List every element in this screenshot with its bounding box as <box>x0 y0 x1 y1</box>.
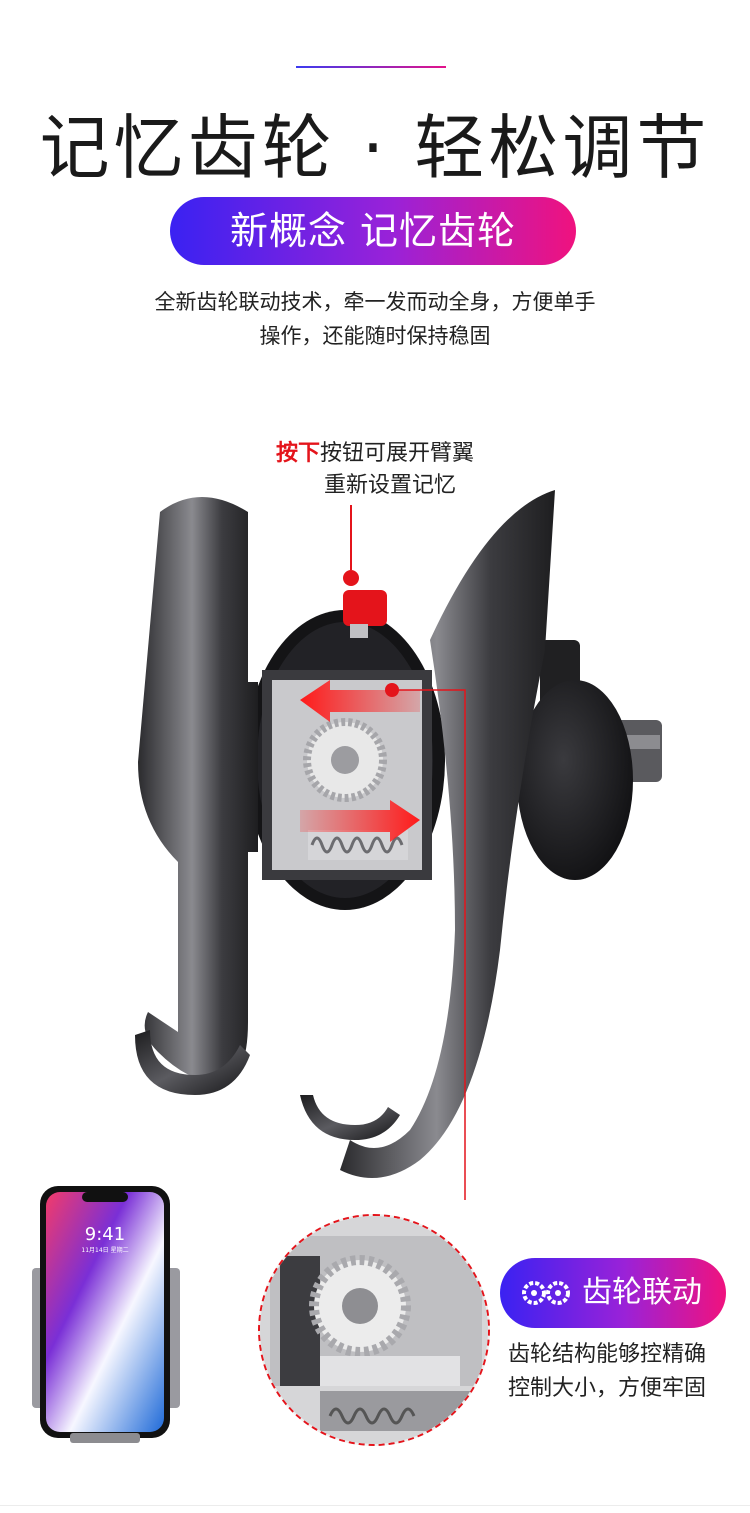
intro-line-2: 操作，还能随时保持稳固 <box>259 324 491 348</box>
page-title: 记忆齿轮 · 轻松调节 <box>39 107 711 189</box>
badge-label: 齿轮联动 <box>582 1275 702 1310</box>
button-callout: 按下按钮可展开臂翼 重新设置记忆 <box>0 438 750 502</box>
car-phone-holder-illustration <box>135 490 662 1200</box>
feature-line-1: 齿轮结构能够控精确 <box>508 1342 707 1367</box>
gear-closeup-illustration <box>260 1216 488 1444</box>
intro-line-1: 全新齿轮联动技术，牵一发而动全身，方便单手 <box>154 290 596 314</box>
gear-zoom-view <box>258 1214 490 1446</box>
bottom-divider <box>0 1505 750 1506</box>
feature-description: 齿轮结构能够控精确 控制大小，方便牢固 <box>508 1338 738 1406</box>
gears-icon <box>522 1281 570 1305</box>
phone-date: 11月14日 星期二 <box>81 1246 128 1254</box>
intro-description: 全新齿轮联动技术，牵一发而动全身，方便单手 操作，还能随时保持稳固 <box>0 285 750 353</box>
gear-linkage-badge: 齿轮联动 <box>500 1258 726 1328</box>
concept-pill: 新概念 记忆齿轮 <box>170 197 576 265</box>
feature-line-2: 控制大小，方便牢固 <box>508 1376 707 1401</box>
phone-time: 9:41 <box>85 1224 125 1245</box>
callout-text: 按钮可展开臂翼 <box>320 441 475 466</box>
callout-line-2: 重新设置记忆 <box>323 473 456 498</box>
callout-highlight: 按下 <box>275 441 320 466</box>
top-accent-line <box>296 66 446 68</box>
phone-in-holder-illustration: 9:41 11月14日 星期二 <box>32 1186 180 1443</box>
